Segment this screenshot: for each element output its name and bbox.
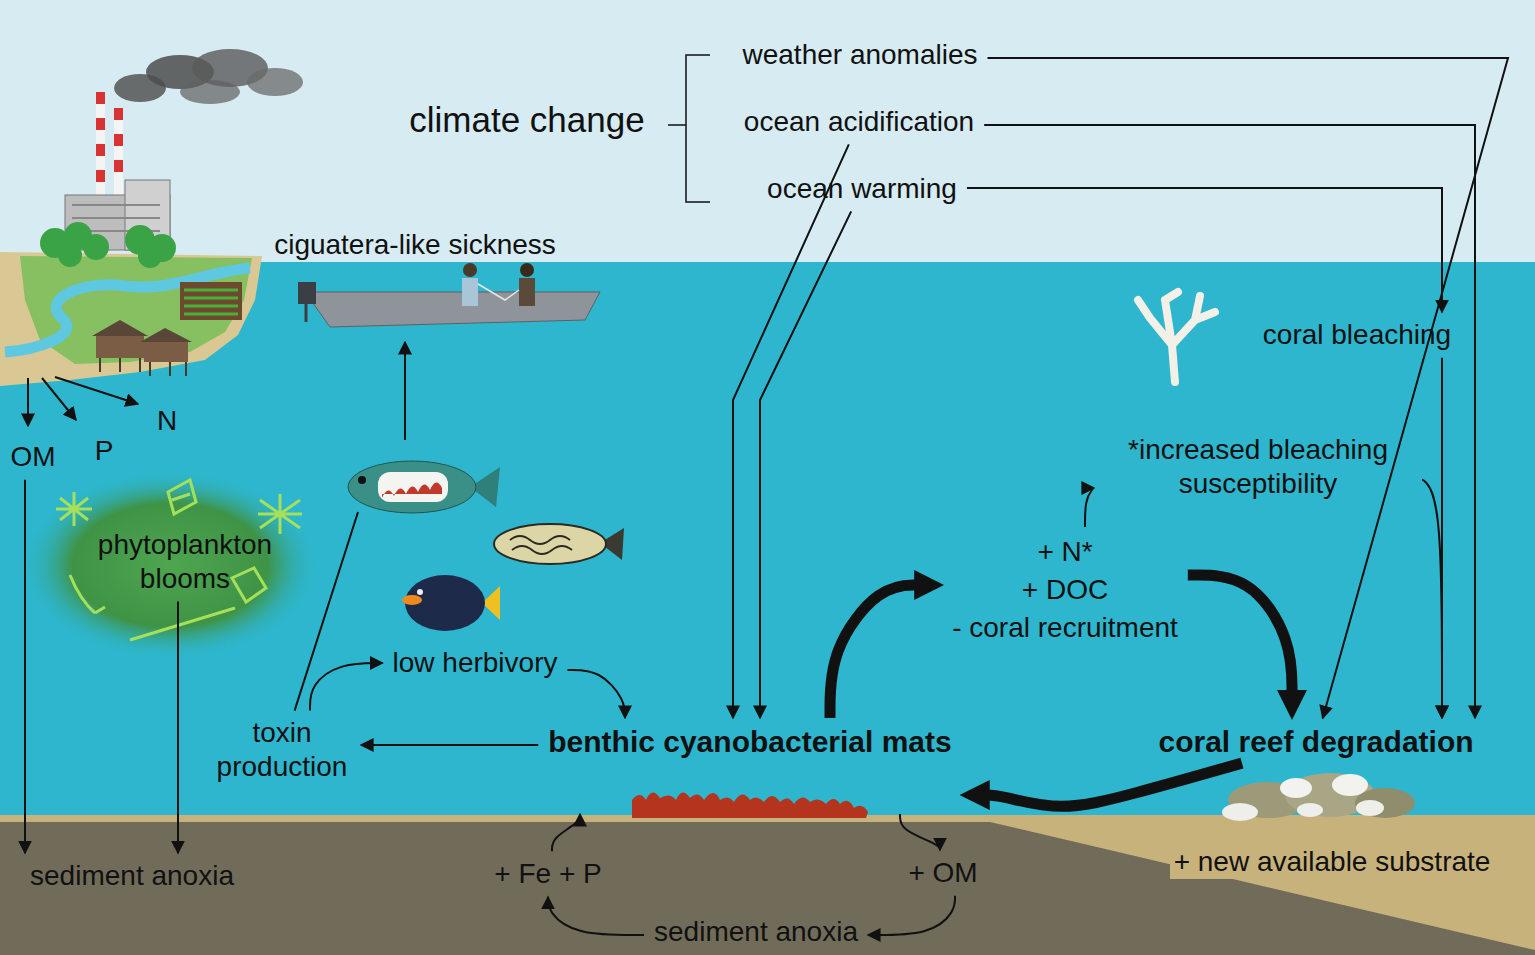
text-node: phytoplankton blooms [80, 526, 290, 597]
text-node: coral reef degradation [1144, 722, 1487, 762]
houses [92, 320, 192, 376]
text-node: toxin production [207, 714, 357, 785]
node-text: coral reef degradation [1158, 724, 1473, 760]
connector-arrow [830, 585, 920, 718]
text-node: sediment anoxia [648, 913, 864, 951]
sand [0, 815, 1535, 955]
note-label: + new available substrate [1170, 845, 1495, 879]
text-node: climate change [403, 97, 650, 143]
field [180, 282, 242, 320]
text-node: coral bleaching [1257, 316, 1457, 354]
connector-arrow [1422, 480, 1442, 718]
phytoplankton-bloom [20, 470, 320, 660]
runoff-arrows [28, 377, 138, 426]
shore [0, 252, 262, 386]
sea [0, 262, 1535, 955]
connector-arrow [548, 897, 644, 935]
text-node: ciguatera-like sickness [268, 226, 562, 338]
cyanobacterial-mat [632, 792, 868, 818]
surgeonfish [402, 575, 500, 631]
node-text: P [95, 434, 114, 468]
node-text: ocean acidification [744, 105, 974, 139]
node-text: climate change [409, 99, 644, 141]
text-node: + Fe + P [488, 855, 607, 893]
sediment [0, 822, 1535, 955]
connector-arrow [967, 188, 1442, 312]
node-text: weather anomalies [742, 38, 977, 72]
boat [298, 263, 600, 327]
node-text: N [157, 404, 177, 438]
node-text: low herbivory [393, 646, 558, 680]
connector-arrow [567, 670, 625, 718]
trees [40, 222, 176, 268]
text-node: N [151, 402, 183, 440]
node-text: - coral recruitment [952, 609, 1178, 647]
node-text: + N* [952, 533, 1178, 571]
text-node: P [89, 432, 120, 470]
connector-arrow [868, 896, 955, 935]
connector-arrow [552, 814, 580, 851]
bleached-coral [1138, 292, 1215, 382]
factory [65, 49, 303, 250]
text-node: ocean warming [761, 170, 963, 208]
connector-arrow [900, 814, 940, 850]
connector-arrow [24, 480, 26, 853]
node-text: + OM [908, 856, 977, 890]
connector-arrow [1188, 575, 1292, 696]
node-text: + Fe + P [494, 857, 601, 891]
text-node: benthic cyanobacterial mats [542, 722, 957, 810]
node-text: coral bleaching [1263, 318, 1451, 352]
text-node: sediment anoxia [24, 857, 240, 895]
connector-arrow [310, 663, 383, 710]
text-node: ocean acidification [738, 103, 980, 141]
node-text: + DOC [952, 571, 1178, 609]
node-text: *increased bleaching susceptibility [1104, 433, 1412, 500]
node-text: ocean warming [767, 172, 957, 206]
sky [0, 0, 1535, 264]
node-text: ciguatera-like sickness [274, 228, 556, 262]
connector-arrow [295, 342, 405, 711]
node-text: OM [10, 440, 55, 474]
degraded-coral [1222, 773, 1415, 821]
node-text: sediment anoxia [654, 915, 858, 949]
connector-arrow [984, 763, 1242, 806]
text-node: low herbivory [387, 644, 564, 682]
connector-arrow [361, 744, 538, 746]
toxic-fish [348, 461, 500, 513]
connector-arrow [733, 144, 849, 718]
node-text: sediment anoxia [30, 859, 234, 893]
bracket [668, 55, 710, 202]
text-node: + N*+ DOC- coral recruitment [946, 531, 1184, 649]
node-text: phytoplankton blooms [86, 528, 284, 595]
text-node: *increased bleaching susceptibility [1098, 431, 1418, 502]
text-node: + OM [902, 854, 983, 892]
connector-arrow [177, 602, 179, 854]
text-node: weather anomalies [736, 36, 983, 74]
node-text: benthic cyanobacterial mats [548, 724, 951, 760]
connector-arrow [1085, 488, 1094, 527]
text-node: OM [4, 438, 61, 476]
spotted-fish [494, 524, 624, 564]
node-text: toxin production [213, 716, 351, 783]
